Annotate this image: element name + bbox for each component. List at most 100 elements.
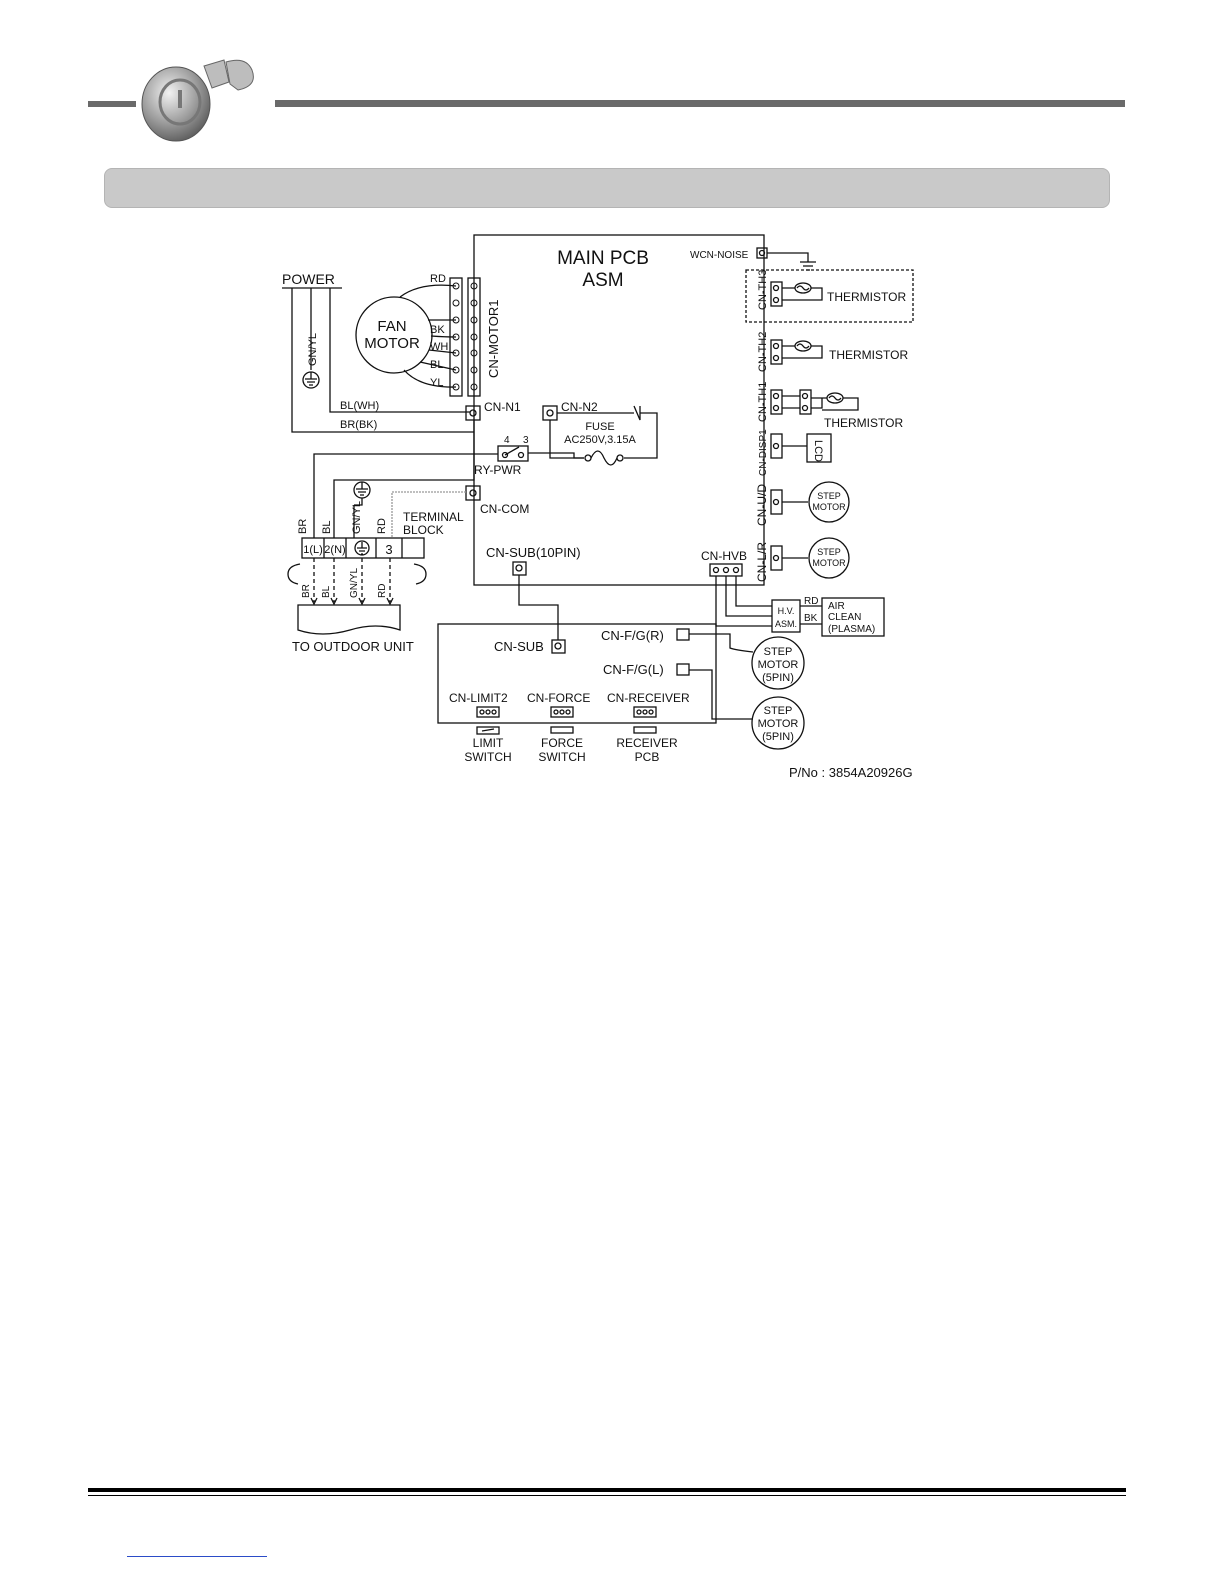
relay-label: RY-PWR [474, 463, 522, 477]
terminal-block-label-2: BLOCK [403, 523, 444, 537]
cn-force-label: CN-FORCE [527, 691, 590, 705]
limit-switch-icon [476, 726, 500, 735]
fuse-icon [584, 454, 592, 462]
terminal-block-label-1: TERMINAL [403, 510, 464, 524]
ground-symbol [767, 252, 816, 271]
wire-bl-label: BL [430, 359, 443, 371]
to-outdoor-label: TO OUTDOOR UNIT [292, 639, 414, 654]
step-motor-ud [808, 481, 850, 523]
blwh-label: BL(WH) [340, 400, 379, 412]
thermistor-2-label: THERMISTOR [829, 348, 908, 362]
footer-link-underline[interactable] [127, 1556, 267, 1557]
power-gnyl-label: GN/YL [307, 333, 319, 366]
air-clean-label-1: AIR [828, 601, 845, 612]
step-motor-l-label-3: (5PIN) [762, 731, 794, 743]
step-motor-r-label-1: STEP [764, 646, 793, 658]
cn-fg-r-connector [676, 628, 690, 641]
cn-n2-label: CN-N2 [561, 400, 598, 414]
out-bl-label: BL [321, 585, 332, 598]
cn-th2-connector [770, 339, 783, 365]
out-gnyl-label: GN/YL [349, 568, 360, 598]
cn-disp1-connector [770, 433, 783, 459]
part-number: P/No : 3854A20926G [789, 765, 913, 780]
power-label: POWER [282, 271, 335, 287]
main-pcb-title-2: ASM [582, 270, 623, 291]
tb-gnyl-label: GN/YL [351, 501, 363, 534]
step-motor-r-label-3: (5PIN) [762, 672, 794, 684]
cn-hvb-label: CN-HVB [701, 549, 747, 563]
receiver-pcb-label-2: PCB [635, 750, 660, 764]
cn-ud-connector [770, 489, 783, 515]
cn-fg-l-label: CN-F/G(L) [603, 662, 664, 677]
hv-asm-box [771, 599, 801, 633]
step-motor-lr-label-2: MOTOR [812, 558, 846, 568]
cn-sub-label: CN-SUB [494, 639, 544, 654]
cn-n1-label: CN-N1 [484, 400, 521, 414]
cn-motor1-label: CN-MOTOR1 [486, 300, 501, 378]
thermistor-1-label: THERMISTOR [824, 416, 903, 430]
step-motor-5pin-r [751, 636, 805, 690]
section-title-bar [104, 168, 1110, 208]
step-motor-l-label-2: MOTOR [758, 718, 799, 730]
cn-n2-connector [542, 405, 558, 421]
tb-bl-label: BL [321, 521, 333, 534]
limit-switch-label-2: SWITCH [464, 750, 511, 764]
power-wire-brbk [291, 288, 474, 433]
step-motor-lr-label-1: STEP [817, 547, 841, 557]
tb-br-label: BR [297, 519, 309, 534]
cn-disp1-label: CN-DISP1 [758, 429, 769, 476]
tb-cell-3: 3 [385, 542, 392, 557]
relay-pin4: 4 [504, 435, 510, 446]
cn-com-connector [465, 485, 481, 501]
air-clean-label-3: (PLASMA) [828, 624, 875, 635]
cn-limit2-connector [476, 706, 500, 718]
step-motor-ud-label-2: MOTOR [812, 502, 846, 512]
cn-th1-label: CN-TH1 [757, 382, 769, 422]
outdoor-unit-symbol [297, 604, 401, 635]
fuse-label-2: AC250V,3.15A [564, 434, 636, 446]
cn-fg-l-connector [676, 663, 690, 676]
fan-motor [355, 296, 433, 374]
motor-terminal-strip-a [449, 277, 463, 397]
limit-switch-label-1: LIMIT [473, 736, 504, 750]
cn-hvb-connector [709, 563, 743, 577]
tb-cell-2: 2(N) [324, 544, 345, 556]
cn-th3-connector [770, 281, 783, 307]
force-switch-label-1: FORCE [541, 736, 583, 750]
main-pcb-title-1: MAIN PCB [557, 248, 649, 269]
cn-th2-label: CN-TH2 [757, 332, 769, 372]
cn-lr-connector [770, 545, 783, 571]
hv-rd-label: RD [804, 596, 818, 607]
air-clean-box [821, 597, 885, 637]
hv-bk-label: BK [804, 613, 818, 624]
fan-motor-label-1: FAN [377, 318, 406, 335]
receiver-pcb-icon [633, 726, 657, 734]
cn-lr-label: CN-L/R [755, 542, 769, 582]
cn-com-label: CN-COM [480, 502, 529, 516]
tb-cell-1: 1(L) [303, 544, 323, 556]
cn-sub-10pin-label: CN-SUB(10PIN) [486, 545, 581, 560]
fan-motor-label-2: MOTOR [364, 335, 420, 352]
cn-sub-10pin-connector [512, 561, 527, 576]
brbk-label: BR(BK) [340, 419, 377, 431]
lcd-box [806, 433, 832, 463]
tb-cell-ground-icon [354, 540, 370, 556]
force-switch-label-2: SWITCH [538, 750, 585, 764]
step-motor-lr [808, 537, 850, 579]
motor-terminal-strip-b [467, 277, 481, 397]
footer-rule-thick [88, 1488, 1126, 1492]
wcn-noise-connector [756, 247, 768, 259]
cn-limit2-label: CN-LIMIT2 [449, 691, 508, 705]
sub-pcb-box [437, 623, 717, 724]
hv-asm-label-1: H.V. [778, 606, 795, 616]
air-clean-label-2: CLEAN [828, 612, 861, 623]
cn-th3-label: CN-TH3 [757, 270, 769, 310]
step-motor-5pin-l [751, 696, 805, 750]
header-rule-left [88, 101, 136, 107]
cn-fg-r-label: CN-F/G(R) [601, 628, 664, 643]
step-motor-r-label-2: MOTOR [758, 659, 799, 671]
force-switch-icon [550, 726, 574, 734]
lg-logo [141, 59, 254, 142]
relay-pin3: 3 [523, 435, 529, 446]
